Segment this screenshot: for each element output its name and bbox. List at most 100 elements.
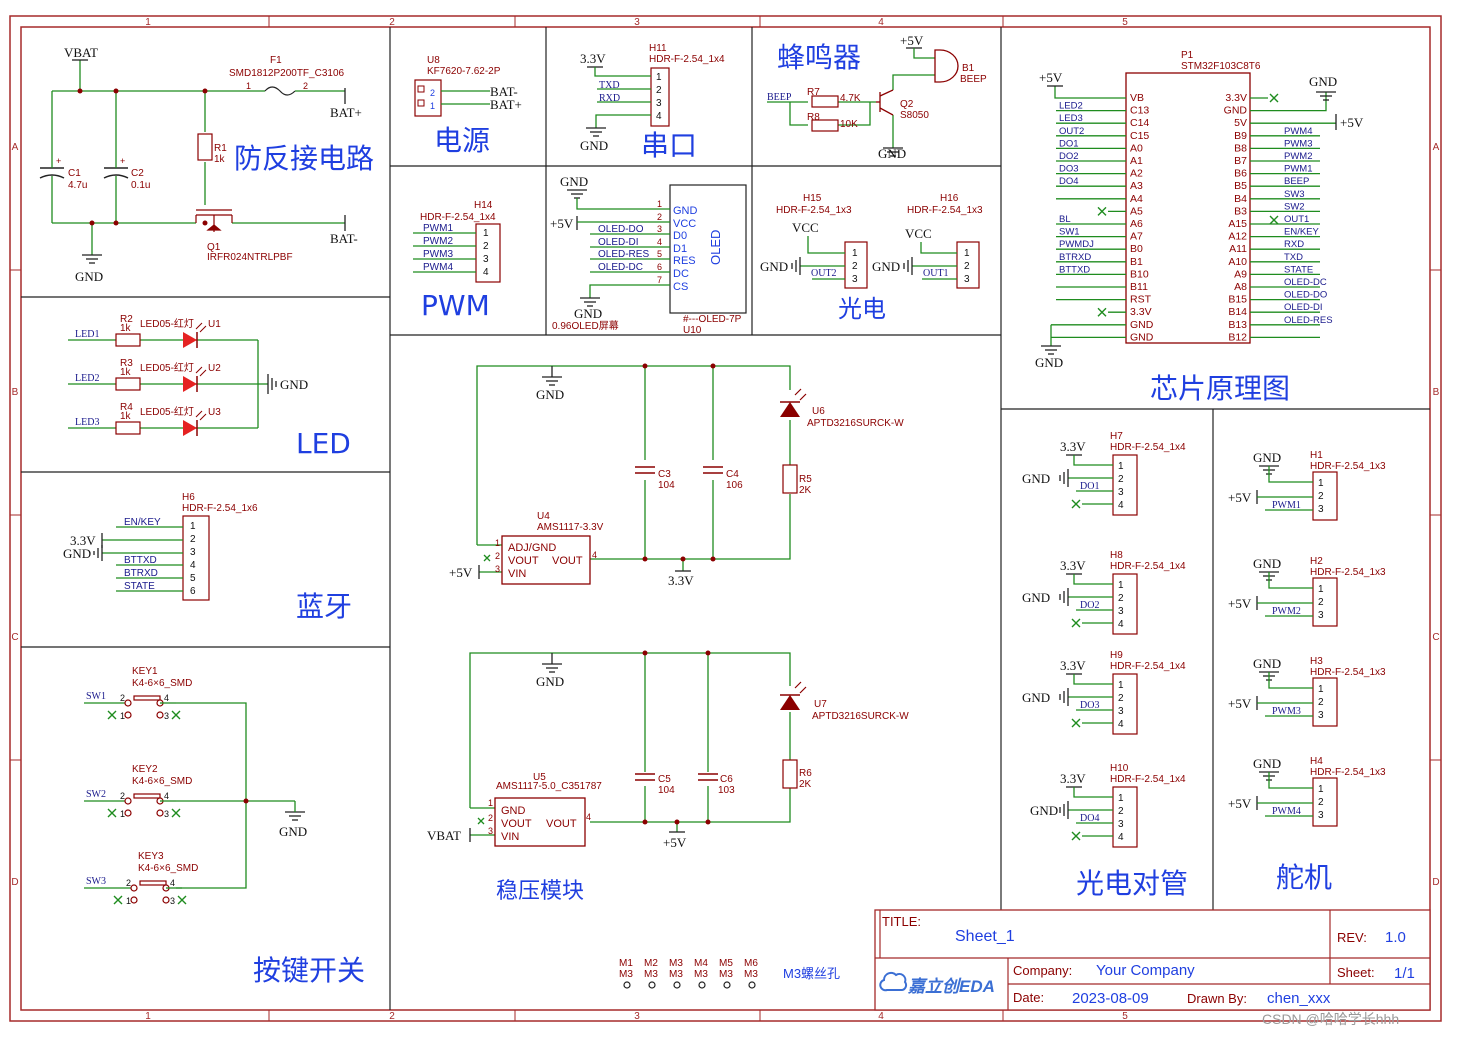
pp-ref: H10 [1110, 763, 1129, 774]
svg-text:2: 2 [1118, 593, 1124, 604]
key-value: K4-6×6_SMD [138, 863, 198, 874]
mcu-pin-left: A5 [1130, 205, 1143, 217]
svg-text:+: + [120, 156, 125, 166]
v5-label: +5V [1228, 596, 1252, 611]
svg-text:+: + [56, 156, 61, 166]
pwm-title: PWM [421, 289, 490, 322]
svg-text:6: 6 [190, 586, 196, 597]
mcu-net-right: SW3 [1284, 189, 1305, 200]
svg-text:GND: GND [872, 259, 900, 274]
bat-minus-net: BAT- [490, 84, 518, 99]
key-ref: KEY1 [132, 666, 158, 677]
cloud-logo-icon [879, 971, 908, 992]
svg-text:TITLE:: TITLE: [882, 914, 921, 929]
push-button [133, 793, 161, 799]
led-part: LED05-红灯 [140, 361, 194, 374]
mcu-pin-left: A2 [1130, 168, 1143, 180]
resistor-ref: R3 [120, 358, 133, 369]
mcu-net-left: DO4 [1059, 176, 1079, 187]
f1-pin: 1 [246, 81, 251, 91]
svg-text:1: 1 [126, 896, 131, 906]
svg-text:1: 1 [852, 248, 858, 259]
svg-text:3: 3 [656, 98, 662, 109]
mcu-pin-right: A11 [1229, 243, 1247, 255]
ground-symbol [1059, 588, 1069, 606]
led-ref: U2 [208, 363, 221, 374]
key-value: K4-6×6_SMD [132, 678, 192, 689]
servo-block: H1HDR-F-2.54_1x3123GND+5VPWM1H2HDR-F-2.5… [1228, 450, 1386, 894]
key-net: SW2 [86, 789, 106, 800]
no-connect-mark [1071, 499, 1081, 509]
regulator-block: GND U4 AMS1117-3.3V ADJ/GND VOUT VIN VOU… [427, 363, 909, 904]
mcu-net-left: BTTXD [1059, 264, 1090, 275]
fuse-symbol [264, 86, 296, 96]
pp-value: HDR-F-2.54_1x4 [1110, 774, 1186, 785]
servo-net: PWM3 [1272, 706, 1301, 717]
gnd-label: GND [1253, 656, 1281, 671]
v33-label: 3.3V [1060, 771, 1086, 786]
no-connect-mark [107, 808, 117, 818]
led-icon [183, 420, 197, 436]
svg-text:2: 2 [1118, 693, 1124, 704]
svg-text:R7: R7 [807, 87, 820, 98]
svg-text:+5V: +5V [1340, 115, 1364, 130]
svg-text:OLED-DI: OLED-DI [598, 237, 639, 248]
svg-text:4: 4 [1118, 832, 1124, 843]
pp-net: DO2 [1080, 600, 1099, 611]
svg-text:3.3V: 3.3V [580, 51, 606, 66]
svg-text:U6: U6 [812, 406, 825, 417]
svg-text:1: 1 [1118, 580, 1124, 591]
svg-text:H11: H11 [649, 43, 667, 54]
svg-text:2: 2 [1318, 697, 1324, 708]
svg-text:HDR-F-2.54_1x6: HDR-F-2.54_1x6 [182, 503, 258, 514]
r1-value: 1k [214, 154, 226, 165]
bat-minus-label: BAT- [330, 231, 358, 246]
mcu-net-left: BL [1059, 214, 1071, 225]
mcu-pin-right: B14 [1228, 306, 1247, 318]
svg-text:GND: GND [760, 259, 788, 274]
svg-text:P1: P1 [1181, 50, 1194, 61]
svg-text:GND: GND [536, 387, 564, 402]
mcu-pin-left: B0 [1130, 243, 1143, 255]
mount-value: M3 [719, 969, 733, 980]
mcu-net-right: OLED-DC [1284, 277, 1327, 288]
mcu-pin-left: B10 [1130, 268, 1149, 280]
servo-value: HDR-F-2.54_1x3 [1310, 461, 1386, 472]
mcu-pin-left: A6 [1130, 218, 1143, 230]
outer-frame [9, 15, 1442, 1022]
servo-ref: H3 [1310, 656, 1323, 667]
svg-text:H14: H14 [474, 200, 493, 211]
ground-symbol [1059, 469, 1069, 487]
svg-text:APTD3216SURCK-W: APTD3216SURCK-W [807, 418, 904, 429]
svg-text:103: 103 [718, 785, 735, 796]
col-label: 3 [634, 17, 640, 28]
svg-text:1: 1 [1118, 461, 1124, 472]
svg-text:U7: U7 [814, 699, 827, 710]
mcu-net-left: DO3 [1059, 164, 1079, 175]
mount-hole [673, 981, 681, 989]
svg-text:H6: H6 [182, 492, 195, 503]
no-connect-mark [1071, 618, 1081, 628]
svg-text:2: 2 [1318, 491, 1324, 502]
svg-text:HDR-F-2.54_1x4: HDR-F-2.54_1x4 [420, 212, 496, 223]
gnd-label: GND [75, 269, 103, 284]
svg-text:U10: U10 [683, 325, 702, 336]
svg-text:3: 3 [852, 274, 858, 285]
mount-ref: M6 [744, 958, 758, 969]
mount-value: M3 [669, 969, 683, 980]
f1-pin: 2 [303, 81, 308, 91]
svg-text:1.0: 1.0 [1385, 929, 1406, 946]
svg-text:+5V: +5V [900, 33, 924, 48]
svg-text:106: 106 [726, 480, 743, 491]
svg-text:3: 3 [1318, 504, 1324, 515]
mount-value: M3 [694, 969, 708, 980]
svg-text:#---OLED-7P: #---OLED-7P [683, 314, 742, 325]
v5-label: +5V [1228, 490, 1252, 505]
svg-text:BTRXD: BTRXD [124, 568, 158, 579]
mount-hole [723, 981, 731, 989]
q1-mosfet [195, 209, 233, 232]
svg-text:2023-08-09: 2023-08-09 [1072, 990, 1149, 1007]
svg-text:VIN: VIN [508, 568, 526, 580]
servo-value: HDR-F-2.54_1x3 [1310, 667, 1386, 678]
mcu-pin-left: C15 [1130, 130, 1149, 142]
